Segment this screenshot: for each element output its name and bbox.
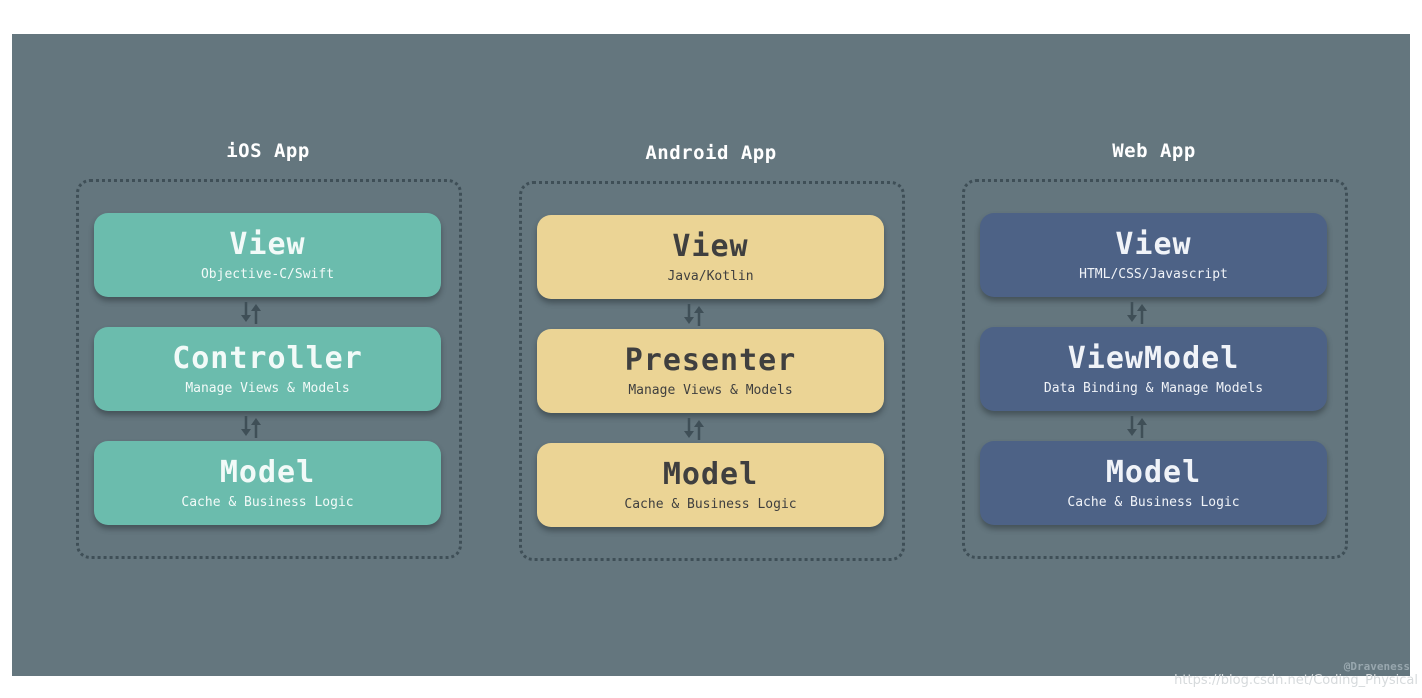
layer-name: View xyxy=(229,227,306,262)
layer-box-model: Model Cache & Business Logic xyxy=(537,443,884,527)
layer-name: Controller xyxy=(172,341,363,376)
layer-description: HTML/CSS/Javascript xyxy=(1079,267,1228,282)
layer-description: Cache & Business Logic xyxy=(181,495,354,510)
layer-description: Objective-C/Swift xyxy=(200,267,335,282)
layer-name: ViewModel xyxy=(1067,341,1240,376)
layer-description: Manage Views & Models xyxy=(628,383,793,398)
bidirectional-arrow-icon xyxy=(241,302,261,324)
layer-box-controller: Controller Manage Views & Models xyxy=(94,327,441,411)
column-title: iOS App xyxy=(226,140,310,162)
layer-box-model: Model Cache & Business Logic xyxy=(980,441,1327,525)
layer-description: Manage Views & Models xyxy=(185,381,350,396)
column-title: Web App xyxy=(1112,140,1196,162)
layer-description: Cache & Business Logic xyxy=(1067,495,1240,510)
layer-name: Model xyxy=(1105,455,1202,490)
layer-box-view: View HTML/CSS/Javascript xyxy=(980,213,1327,297)
layer-box-view: View Objective-C/Swift xyxy=(94,213,441,297)
layer-description: Cache & Business Logic xyxy=(624,497,797,512)
layer-box-view: View Java/Kotlin xyxy=(537,215,884,299)
layer-name: Model xyxy=(662,457,759,492)
layer-description: Data Binding & Manage Models xyxy=(1043,381,1264,396)
bidirectional-arrow-icon xyxy=(1127,416,1147,438)
dotted-frame xyxy=(76,179,462,559)
author-watermark: @Draveness xyxy=(1343,660,1410,673)
layer-name: Presenter xyxy=(624,343,797,378)
bidirectional-arrow-icon xyxy=(241,416,261,438)
layer-box-presenter: Presenter Manage Views & Models xyxy=(537,329,884,413)
bidirectional-arrow-icon xyxy=(684,304,704,326)
dotted-frame xyxy=(962,179,1348,559)
layer-box-model: Model Cache & Business Logic xyxy=(94,441,441,525)
bidirectional-arrow-icon xyxy=(684,418,704,440)
layer-description: Java/Kotlin xyxy=(667,269,754,284)
layer-box-viewmodel: ViewModel Data Binding & Manage Models xyxy=(980,327,1327,411)
diagram-canvas: iOS App View Objective-C/Swift Controlle… xyxy=(12,34,1410,676)
column-title: Android App xyxy=(645,142,777,164)
layer-name: View xyxy=(1115,227,1192,262)
dotted-frame xyxy=(519,181,905,561)
layer-name: View xyxy=(672,229,749,264)
url-watermark: https://blog.csdn.net/Coding_Physical xyxy=(1174,673,1418,688)
layer-name: Model xyxy=(219,455,316,490)
bidirectional-arrow-icon xyxy=(1127,302,1147,324)
